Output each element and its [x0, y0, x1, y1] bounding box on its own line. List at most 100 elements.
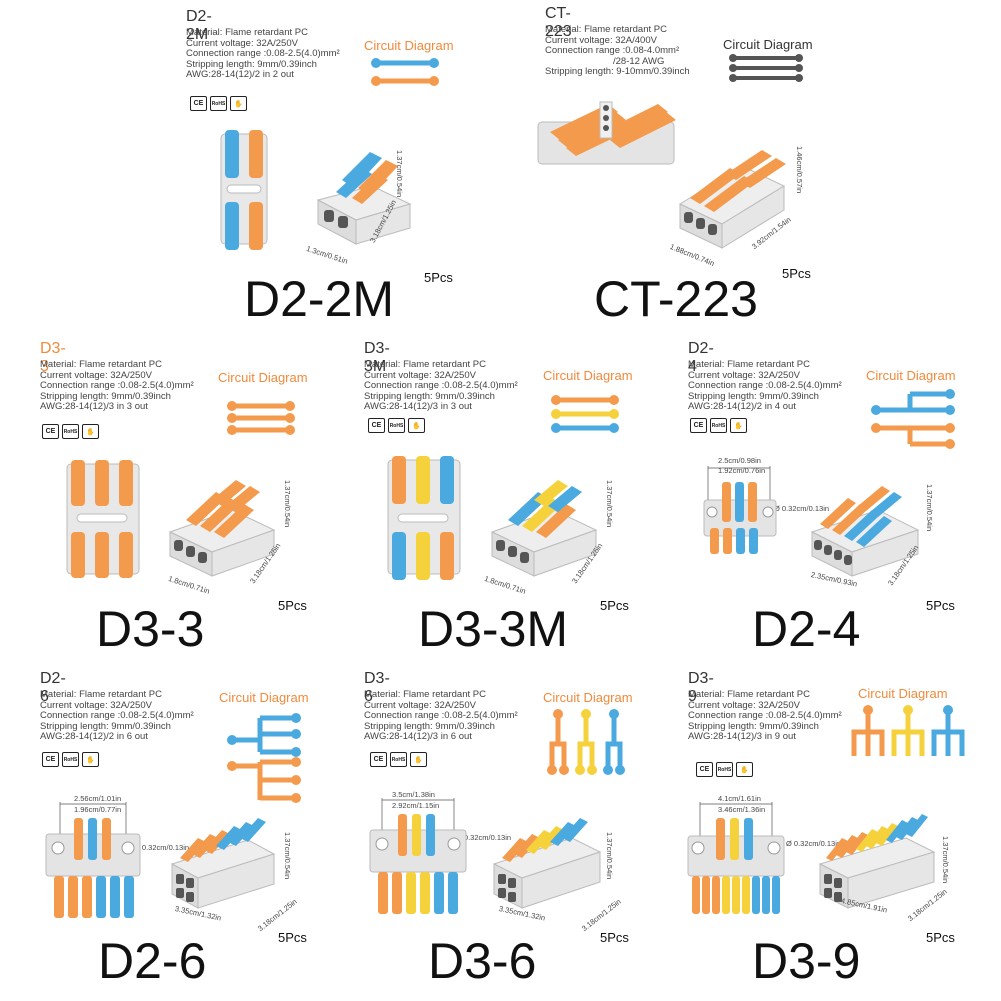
connector-top-view: [66, 460, 140, 578]
product-big-name: D2-2M: [244, 271, 395, 327]
spec-line: Current voltage: 32A/250V: [186, 37, 298, 49]
spec-line: AWG:28-14(12)/2 in 2 out: [186, 69, 294, 81]
circuit-diagram-icon: [851, 705, 965, 756]
circuit-diagram-icon: [729, 54, 803, 82]
dimension-label: 3.46cm/1.36in: [718, 805, 766, 814]
circuit-diagram-title: Circuit Diagram: [866, 368, 956, 383]
spec-line: AWG:28-14(12)/3 in 6 out: [364, 731, 472, 743]
product-code: D3-3M: [364, 340, 390, 375]
dimension-label: 2.5cm/0.98in: [718, 456, 761, 465]
dimension-label: 1.37cm/0.54in: [941, 836, 950, 884]
circuit-diagram-title: Circuit Diagram: [723, 37, 813, 52]
connector-iso-view: [316, 152, 412, 245]
product-big-name: CT-223: [594, 271, 758, 327]
dimension-label: 1.46cm/0.57in: [795, 146, 804, 194]
product-big-name: D3-9: [752, 933, 861, 989]
spec-line: Material: Flame retardant PC: [364, 689, 486, 700]
ce-cert-icon: CE: [370, 752, 387, 767]
circuit-diagram-icon: [227, 401, 295, 435]
spec-line: Current voltage: 32A/250V: [40, 369, 152, 381]
connector-top-view: [220, 130, 268, 250]
spec-list: Material: Flame retardant PC Current vol…: [40, 689, 194, 743]
product-code: D2-6: [40, 670, 66, 705]
spec-list: Material: Flame retardant PC Current vol…: [186, 27, 340, 81]
dimension-label: Ø 0.32cm/0.13in: [134, 843, 190, 852]
dimension-label: Ø 0.32cm/0.13in: [786, 839, 842, 848]
product-code: D3-6: [364, 670, 390, 705]
connector-iso-view: [678, 150, 786, 249]
pack-quantity: 5Pcs: [600, 930, 629, 945]
product-big-name: D2-4: [752, 601, 861, 657]
dimension-label: 1.37cm/0.54in: [283, 832, 292, 880]
circuit-diagram-title: Circuit Diagram: [543, 368, 633, 383]
spec-line: /28-12 AWG: [613, 55, 665, 67]
ce-cert-icon: CE: [42, 424, 59, 439]
circuit-diagram-title: Circuit Diagram: [858, 686, 948, 701]
spec-line: Connection range :0.08-2.5(4.0)mm²: [364, 380, 518, 392]
flame-retardant-icon: ✋: [408, 418, 425, 433]
pack-quantity: 5Pcs: [600, 598, 629, 613]
cert-badges: CE RoHS ✋: [190, 96, 247, 111]
flame-retardant-icon: ✋: [230, 96, 247, 111]
spec-list: Material: Flame retardant PC Current vol…: [40, 359, 194, 413]
spec-line: Connection range :0.08-2.5(4.0)mm²: [186, 48, 340, 60]
product-big-name: D3-3: [96, 601, 205, 657]
dimension-label: Ø 0.32cm/0.13in: [456, 833, 512, 842]
circuit-diagram-title: Circuit Diagram: [218, 370, 308, 385]
ce-cert-icon: CE: [368, 418, 385, 433]
spec-line: Material: Flame retardant PC: [688, 689, 810, 700]
cert-badges: CE RoHS ✋: [368, 418, 425, 433]
connector-iso-view: [810, 486, 920, 577]
spec-list: Material: Flame retardant PC Current vol…: [364, 359, 518, 413]
circuit-diagram-title: Circuit Diagram: [543, 690, 633, 705]
cert-badges: CE RoHS ✋: [696, 762, 753, 777]
circuit-diagram-icon: [551, 395, 619, 433]
spec-line: Connection range :0.08-2.5(4.0)mm²: [688, 380, 842, 392]
rohs-cert-icon: RoHS: [388, 418, 405, 433]
spec-line: Connection range :0.08-4.0mm²: [545, 45, 680, 57]
circuit-diagram-icon: [227, 713, 301, 803]
product-code: D3-3: [40, 340, 66, 375]
spec-list: Material: Flame retardant PC Current vol…: [545, 24, 690, 78]
spec-line: Material: Flame retardant PC: [364, 359, 486, 370]
cert-badges: CE RoHS ✋: [42, 424, 99, 439]
spec-line: Stripping length: 9mm/0.39inch: [364, 390, 495, 402]
product-big-name: D3-3M: [418, 601, 569, 657]
dimension-label: 1.37cm/0.54in: [605, 480, 614, 528]
cert-badges: CE RoHS ✋: [370, 752, 427, 767]
product-code: D2-4: [688, 340, 714, 375]
pack-quantity: 5Pcs: [278, 598, 307, 613]
spec-line: Stripping length: 9mm/0.39inch: [688, 390, 819, 402]
cert-badges: CE RoHS ✋: [690, 418, 747, 433]
spec-line: AWG:28-14(12)/2 in 4 out: [688, 401, 796, 413]
spec-line: Stripping length: 9mm/0.39inch: [186, 58, 317, 70]
spec-line: Material: Flame retardant PC: [40, 359, 162, 370]
product-big-name: D3-6: [428, 933, 537, 989]
spec-line: AWG:28-14(12)/3 in 3 out: [40, 401, 148, 413]
product-code: D3-9: [688, 670, 714, 705]
spec-line: Current voltage: 32A/250V: [364, 699, 476, 711]
product-code: CT-223: [545, 5, 572, 40]
connector-iso-view: [492, 818, 602, 909]
dimension-label: 2.56cm/1.01in: [74, 794, 122, 803]
dimension-label: 4.1cm/1.61in: [718, 794, 761, 803]
pack-quantity: 5Pcs: [278, 930, 307, 945]
spec-line: Current voltage: 32A/250V: [40, 699, 152, 711]
spec-line: Current voltage: 32A/250V: [688, 369, 800, 381]
spec-line: AWG:28-14(12)/3 in 3 out: [364, 401, 472, 413]
spec-line: Connection range :0.08-2.5(4.0)mm²: [40, 380, 194, 392]
dimension-label: Ø 0.32cm/0.13in: [774, 504, 830, 513]
spec-line: Stripping length: 9mm/0.39inch: [40, 720, 171, 732]
dimension-label: 1.96cm/0.77in: [74, 805, 122, 814]
dimension-label: 1.37cm/0.54in: [395, 150, 404, 198]
pack-quantity: 5Pcs: [424, 270, 453, 285]
rohs-cert-icon: RoHS: [390, 752, 407, 767]
ce-cert-icon: CE: [190, 96, 207, 111]
spec-line: Stripping length: 9mm/0.39inch: [364, 720, 495, 732]
spec-line: Connection range :0.08-2.5(4.0)mm²: [688, 710, 842, 722]
dimension-label: 2.92cm/1.15in: [392, 801, 440, 810]
connector-iso-view: [170, 818, 276, 909]
circuit-diagram-icon: [371, 58, 439, 86]
pack-quantity: 5Pcs: [782, 266, 811, 281]
